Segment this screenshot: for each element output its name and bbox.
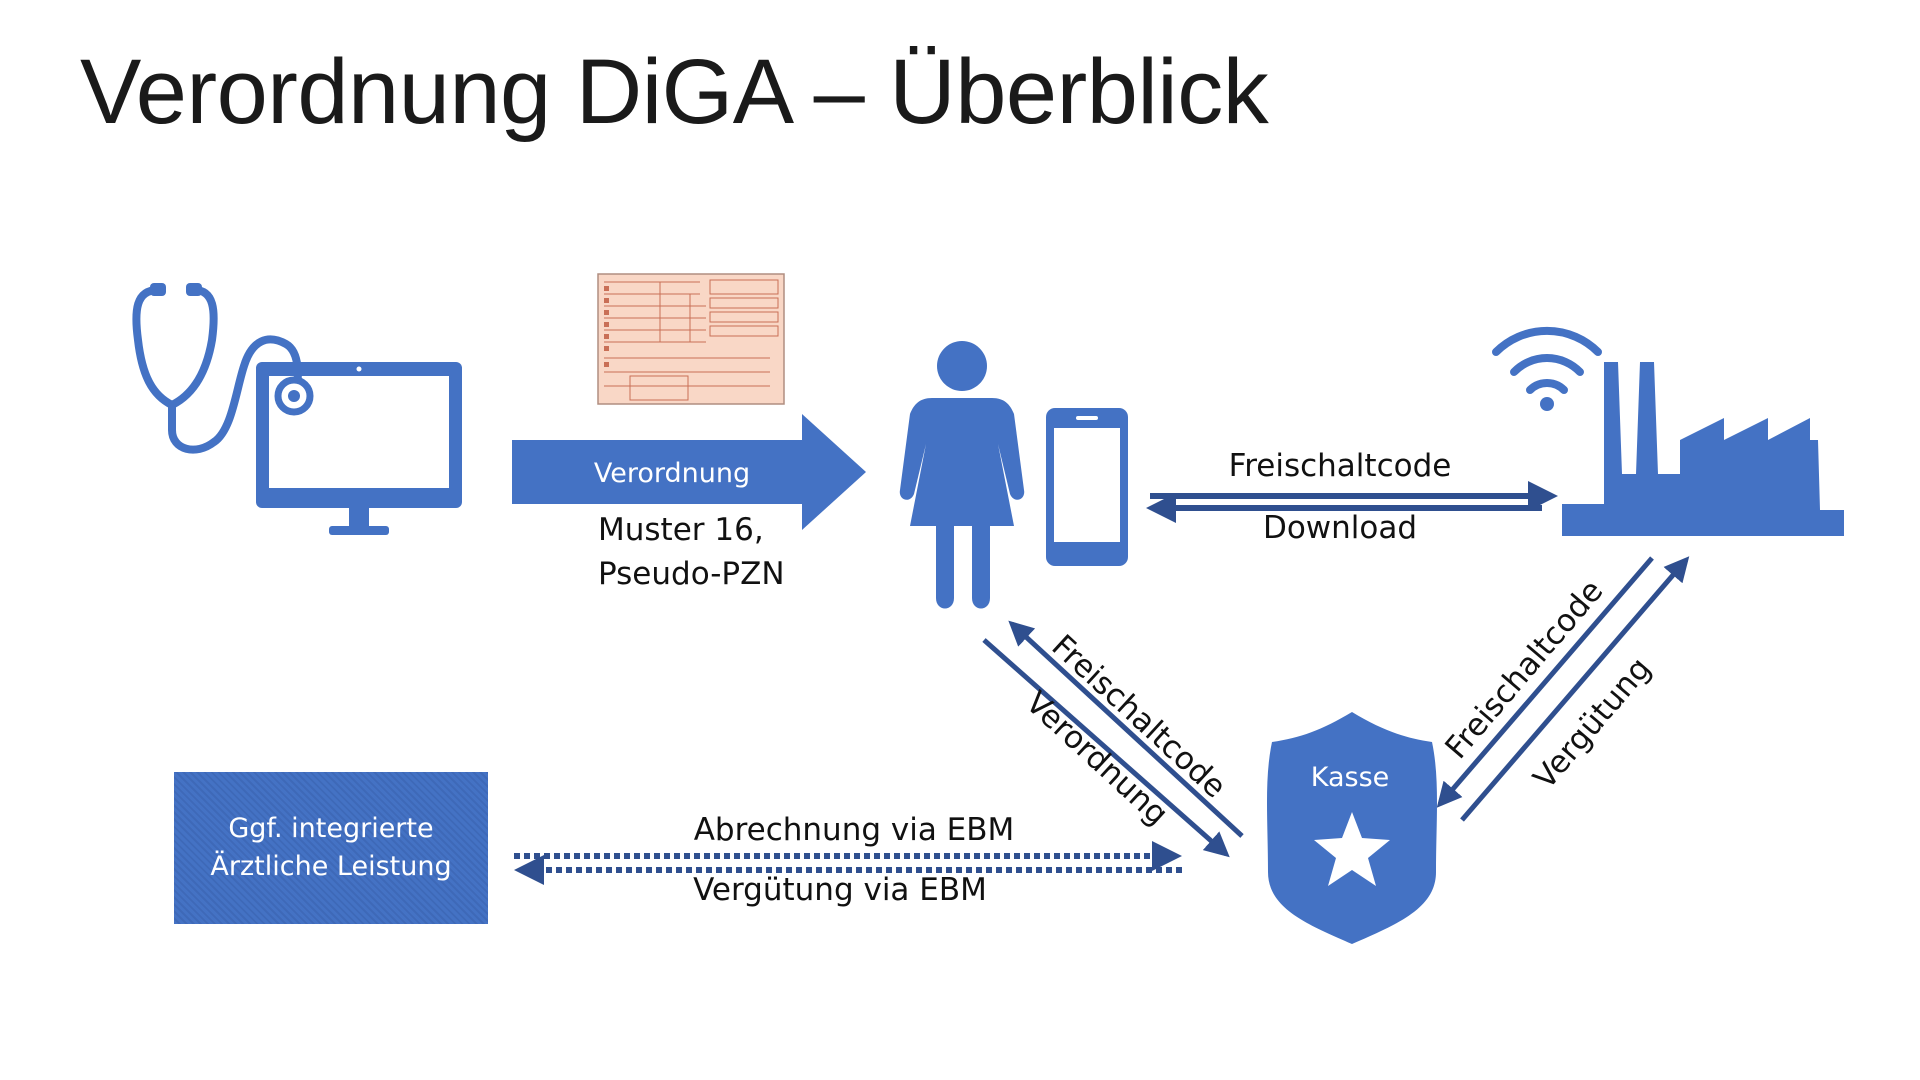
insurer-label: Kasse: [1311, 762, 1390, 793]
integrated-service-box: Ggf. integrierte Ärztliche Leistung: [174, 772, 488, 924]
stethoscope-monitor-icon: [132, 283, 462, 535]
billing-top-label: Abrechnung via EBM: [694, 812, 1015, 848]
woman-icon: [899, 341, 1025, 609]
insurer-manufacturer-arrows: [1436, 556, 1690, 822]
patient-manufacturer-arrows: [1146, 481, 1558, 523]
prescription-arrow-label: Verordnung: [594, 458, 750, 489]
download-label: Download: [1263, 510, 1417, 546]
prescription-caption-line2: Pseudo-PZN: [598, 556, 785, 592]
integrated-service-line1: Ggf. integrierte: [228, 813, 434, 844]
prescription-caption-line1: Muster 16,: [598, 512, 764, 548]
prescription-arrow: Verordnung: [512, 414, 866, 530]
freischaltcode-top-label: Freischaltcode: [1229, 448, 1452, 484]
billing-arrows: [514, 841, 1182, 885]
shield-star-icon: Kasse: [1267, 712, 1437, 944]
integrated-service-line2: Ärztliche Leistung: [210, 851, 452, 882]
prescription-form-icon: [597, 273, 785, 405]
billing-bottom-label: Vergütung via EBM: [693, 872, 987, 908]
smartphone-icon: [1046, 408, 1128, 566]
slide-title: Verordnung DiGA – Überblick: [80, 41, 1269, 143]
factory-wifi-icon: [1492, 326, 1844, 536]
patient-insurer-arrows: [982, 620, 1244, 858]
